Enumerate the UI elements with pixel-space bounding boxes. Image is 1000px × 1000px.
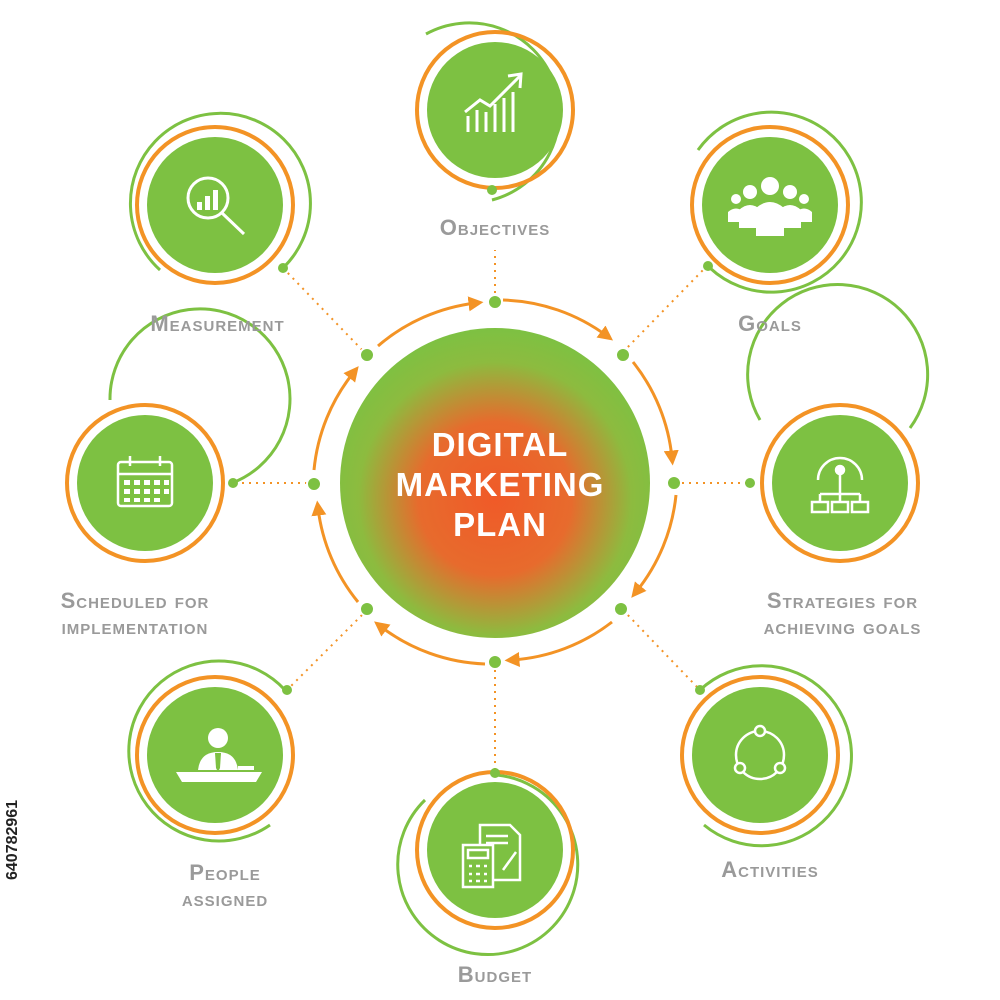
ring-dot [615,347,631,363]
label-objectives: Objectives [395,215,595,241]
ring-dot [487,294,503,310]
node-orange-ring [135,675,295,835]
center-title: DIGITAL MARKETING PLAN [340,400,660,570]
node-end-dot [745,478,755,488]
node-objectives [415,21,575,202]
center-title-line: PLAN [453,506,547,543]
label-line: Activities [721,857,819,882]
node-measurement [128,111,312,285]
node-end-dot [490,768,500,778]
node-orange-ring [135,125,295,285]
ring-dot [359,601,375,617]
label-line: assigned [181,886,269,911]
center-title-line: DIGITAL [431,426,569,463]
node-scheduled [65,307,292,563]
label-line: implementation [61,614,209,639]
team-icon [728,177,812,236]
node-budget [396,768,580,957]
growth-chart-icon [464,72,523,132]
cycle-ring [311,296,679,667]
node-people [127,659,295,843]
cycle-arc-1 [502,298,614,341]
cycle-arc-5 [374,621,486,666]
cycle-arc-6 [311,500,360,603]
calculator-document-icon [461,823,522,889]
node-outer-arc [746,283,930,429]
ring-dot [306,476,322,492]
node-green-disc [692,687,828,823]
label-scheduled: Scheduled for implementation [25,588,245,640]
label-budget: Budget [420,962,570,988]
node-end-dot [487,185,497,195]
node-orange-ring [760,403,920,563]
connector-goals [622,267,706,353]
label-people: People assigned [140,860,310,912]
label-activities: Activities [690,857,850,883]
node-orange-ring [690,125,850,285]
cycle-icon [733,724,787,781]
label-goals: Goals [700,311,840,337]
cycle-arc-7 [312,366,359,471]
node-outer-arc [698,664,853,848]
label-line: People [189,860,261,885]
center-title-line: MARKETING [395,466,605,503]
person-at-desk-icon [176,728,262,782]
node-outer-arc [108,307,292,485]
connector-people [286,609,368,691]
label-line: Budget [457,962,533,987]
node-outer-arc [396,773,580,957]
label-measurement: Measurement [115,311,320,337]
watermark-id: 640782961 [4,799,21,880]
ring-dot [359,347,375,363]
label-line: Objectives [439,215,551,240]
label-line: Measurement [150,311,285,336]
node-end-dot [282,685,292,695]
node-orange-ring [680,675,840,835]
label-line: Strategies for [766,588,919,613]
label-line: Scheduled for [60,588,210,613]
ring-dots [306,294,682,670]
ring-dot [666,475,682,491]
node-end-dot [228,478,238,488]
node-strategies [745,283,930,563]
center-circle [340,328,650,638]
cycle-arc-2 [631,361,679,466]
cycle-arc-3 [631,494,678,598]
node-end-dot [703,261,713,271]
cycle-arc-8 [377,296,484,348]
node-activities [680,664,853,848]
node-end-dot [695,685,705,695]
gear-network-icon [810,456,870,514]
cycle-arc-4 [504,620,613,667]
label-strategies: Strategies for achieving goals [725,588,960,640]
node-end-dot [278,263,288,273]
node-goals [690,110,863,294]
label-line: achieving goals [763,614,922,639]
node-orange-ring [65,403,225,563]
node-outer-arc [696,110,863,294]
calendar-icon [116,456,174,508]
connector-activities [622,609,699,689]
ring-dot [487,654,503,670]
connector-lines [233,250,748,772]
magnifier-chart-icon [186,176,246,236]
node-green-disc [427,782,563,918]
ring-dot [613,601,629,617]
label-line: Goals [738,311,802,336]
node-outer-arc [127,659,287,843]
node-outer-arc [128,111,312,272]
